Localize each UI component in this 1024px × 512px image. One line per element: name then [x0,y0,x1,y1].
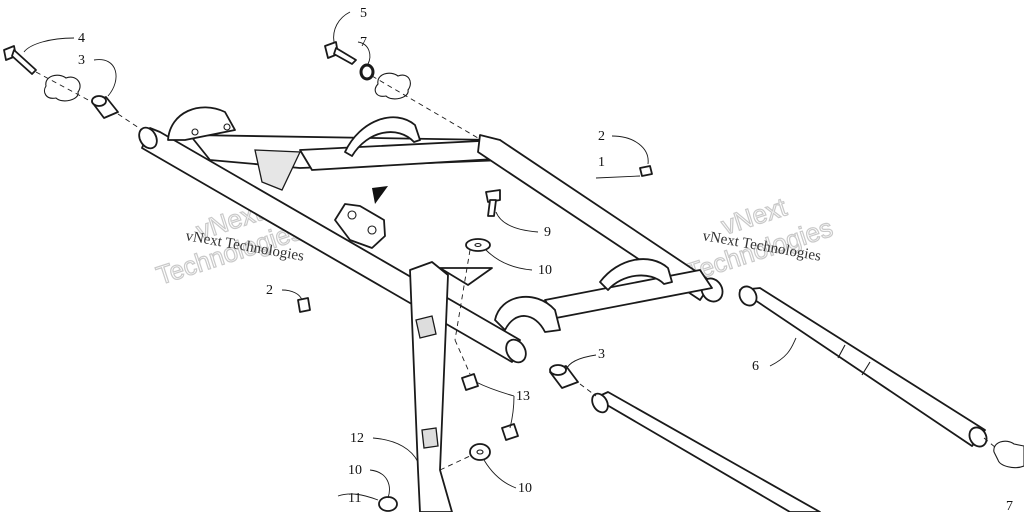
callout-3-right: 3 [598,347,605,362]
bracket-plate [334,203,386,249]
callout-2-left: 2 [266,283,273,298]
lower-tube [591,391,821,512]
callout-5: 5 [360,6,367,21]
grease-fitting-2-right [639,165,653,177]
leader-lines [23,11,797,501]
callout-11: 12 [350,431,364,446]
nut-13a [461,373,479,391]
indicator-arrow [372,186,388,204]
callout-7-top: 7 [360,35,367,50]
watermark-right: vNext Technologies vNext Technologies [682,191,837,289]
washer-10a [465,238,491,252]
callout-10-left: 10 [348,463,362,478]
callout-1: 1 [598,155,605,170]
thread-locker-icon-right [993,440,1024,469]
callout-9: 9 [544,225,551,240]
nut-13b [501,423,519,441]
grease-fitting-2-left [297,297,311,313]
bolt-9 [485,189,501,217]
arm-bracket [409,261,493,512]
callout-2-right: 2 [598,129,605,144]
bolt-4 [3,45,37,75]
callout-6: 6 [752,359,759,374]
assembly-centerlines [35,71,997,471]
callout-4: 4 [78,31,85,46]
callout-13: 13 [516,389,530,404]
callout-12: 11 [348,491,361,506]
washer-7 [359,63,375,81]
pivot-shaft [738,285,988,448]
callout-10-top: 10 [538,263,552,278]
bushing-left [91,95,119,119]
bushing-12 [378,496,398,512]
thread-locker-icon-left [43,74,81,102]
bushing-right [549,364,579,389]
callout-7-right: 7 [1006,499,1013,512]
thread-locker-icon-top [374,72,411,100]
callout-labels: 4 3 5 7 2 1 2 9 10 3 6 13 12 10 10 11 7 [78,6,1013,512]
callout-10-bottom: 10 [518,481,532,496]
bolt-5 [324,41,357,65]
callout-3-left: 3 [78,53,85,68]
washer-10b [469,443,491,461]
